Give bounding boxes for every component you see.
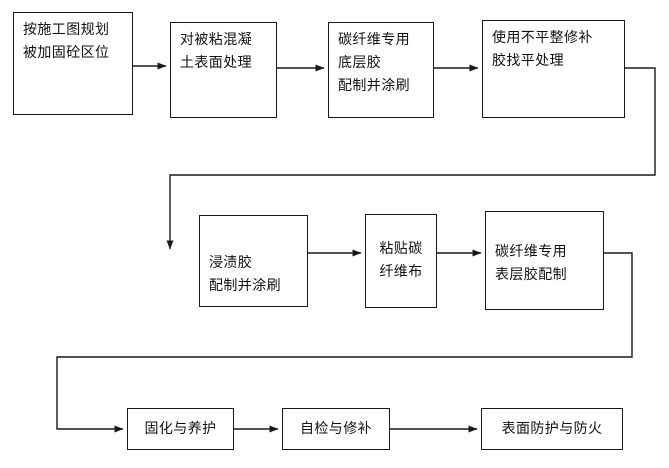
node-label-line: 使用不平整修补 (492, 30, 593, 46)
node-label-line: 按施工图规划 (23, 22, 110, 38)
node-label-line: 被加固砼区位 (23, 45, 110, 61)
node-label-line: 碳纤维专用 (495, 243, 567, 260)
node-primer-mixing-and-coating[interactable]: 碳纤维专用底层胶配制并涂刷 (328, 22, 434, 118)
node-topcoat-mixing[interactable]: 碳纤维专用表层胶配制 (485, 211, 604, 310)
node-label-line: 纤维布 (379, 264, 423, 280)
node-label-line: 碳纤维专用 (338, 32, 410, 48)
node-saturant-mixing-and-coating[interactable]: 浸渍胶配制并涂刷 (199, 215, 308, 307)
node-label-line: 浸渍胶 (209, 255, 253, 271)
node-leveling-putty-repair[interactable]: 使用不平整修补胶找平处理 (482, 20, 625, 118)
node-label-line: 土表面处理 (180, 55, 252, 71)
node-label-line: 胶找平处理 (492, 53, 564, 69)
node-label-line: 表面防护与防火 (501, 420, 603, 437)
node-label-line: 对被粘混凝 (180, 32, 252, 48)
node-surface-protection-and-fireproofing[interactable]: 表面防护与防火 (481, 408, 623, 450)
node-label-line: 配制并涂刷 (338, 78, 410, 94)
node-label-line: 自检与修补 (300, 420, 372, 437)
node-label-line: 配制并涂刷 (209, 278, 281, 294)
node-label-line: 固化与养护 (144, 420, 217, 437)
node-surface-treatment[interactable]: 对被粘混凝土表面处理 (170, 22, 277, 118)
node-curing-and-maintenance[interactable]: 固化与养护 (127, 408, 234, 450)
node-plan-reinforced-concrete-zone[interactable]: 按施工图规划被加固砼区位 (13, 12, 133, 115)
node-label-line: 粘贴碳 (379, 241, 423, 257)
node-apply-carbon-fiber-cloth[interactable]: 粘贴碳纤维布 (365, 214, 437, 308)
node-label-line: 底层胶 (338, 55, 382, 71)
node-self-inspection-and-repair[interactable]: 自检与修补 (282, 408, 390, 450)
node-label-line: 表层胶配制 (495, 266, 567, 283)
